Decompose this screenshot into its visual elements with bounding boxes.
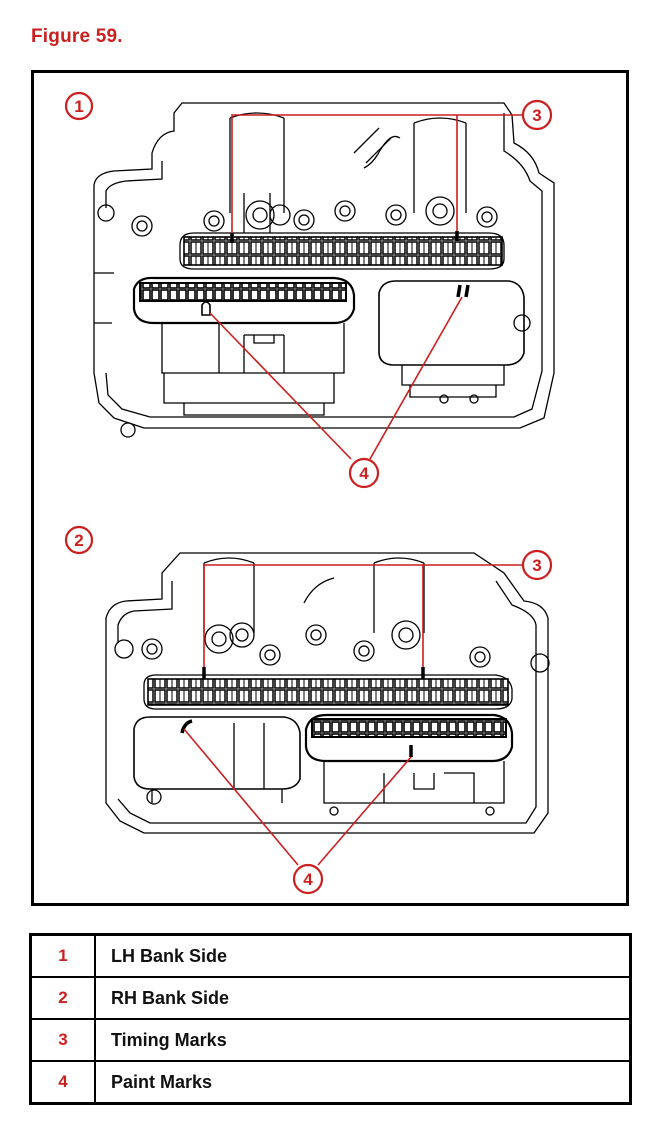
svg-text:3: 3 bbox=[532, 106, 541, 125]
panel-2-number-badge: 2 bbox=[64, 525, 94, 555]
panel-2-rh-bank bbox=[105, 552, 550, 834]
legend-number: 3 bbox=[29, 1018, 96, 1062]
legend-label: LH Bank Side bbox=[94, 933, 632, 978]
legend-number: 2 bbox=[29, 976, 96, 1020]
legend-table: 1 LH Bank Side 2 RH Bank Side 3 Timing M… bbox=[29, 933, 632, 1105]
legend-label: Paint Marks bbox=[94, 1060, 632, 1105]
svg-text:4: 4 bbox=[359, 464, 369, 483]
engine-diagram: 1 3 4 bbox=[64, 91, 555, 895]
legend-number: 1 bbox=[29, 933, 96, 978]
panel-2-timing-marks bbox=[202, 667, 425, 679]
figure-frame: 1 3 4 bbox=[31, 70, 629, 906]
panel-1-timing-marks bbox=[230, 231, 459, 243]
legend-row: 3 Timing Marks bbox=[29, 1018, 632, 1062]
panel-1-leader-lines bbox=[209, 114, 522, 460]
svg-text:3: 3 bbox=[532, 556, 541, 575]
legend-row: 2 RH Bank Side bbox=[29, 976, 632, 1020]
panel-1-lh-bank bbox=[93, 102, 555, 438]
figure-title: Figure 59. bbox=[31, 26, 123, 47]
legend-label: Timing Marks bbox=[94, 1018, 632, 1062]
panel-2-paint-marks bbox=[180, 719, 413, 757]
legend-row: 1 LH Bank Side bbox=[29, 933, 632, 978]
svg-text:1: 1 bbox=[74, 97, 83, 116]
panel-1-callout-timing: 3 bbox=[521, 99, 553, 131]
panel-2-callout-timing: 3 bbox=[521, 549, 553, 581]
legend-label: RH Bank Side bbox=[94, 976, 632, 1020]
svg-text:4: 4 bbox=[303, 870, 313, 889]
panel-2-leader-lines bbox=[183, 564, 522, 866]
panel-1-callout-paint: 4 bbox=[348, 457, 380, 489]
legend-row: 4 Paint Marks bbox=[29, 1060, 632, 1105]
panel-1-number-badge: 1 bbox=[64, 91, 94, 121]
legend-number: 4 bbox=[29, 1060, 96, 1105]
panel-1-paint-marks bbox=[456, 284, 470, 298]
svg-text:2: 2 bbox=[74, 531, 83, 550]
panel-2-callout-paint: 4 bbox=[292, 863, 324, 895]
